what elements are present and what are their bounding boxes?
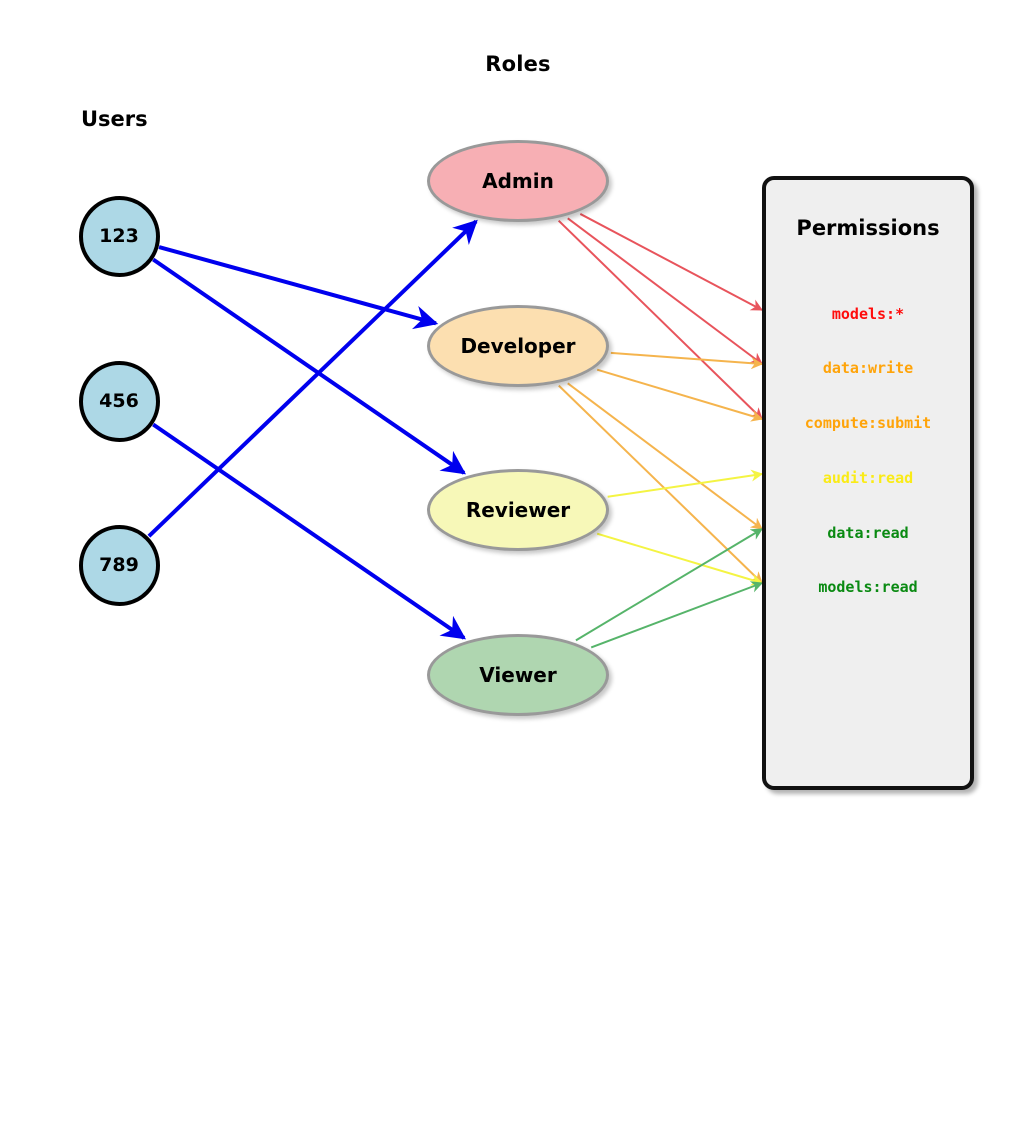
edge-role-developer-to-perm-compute_submit — [596, 368, 764, 422]
edge-role-admin-to-perm-models_all — [579, 213, 764, 311]
edge-user-789-to-role-admin — [147, 219, 478, 538]
edge-user-456-to-role-viewer — [152, 422, 467, 640]
users-heading: Users — [81, 107, 148, 131]
permission-item-models_read: models:read — [818, 578, 918, 596]
permissions-heading: Permissions — [796, 216, 940, 240]
permission-item-compute_submit: compute:submit — [804, 414, 932, 432]
edge-role-reviewer-to-perm-audit_read — [607, 469, 764, 498]
permission-item-data_read: data:read — [827, 524, 909, 542]
edge-role-reviewer-to-perm-models_read — [596, 532, 764, 586]
edge-user-123-to-role-reviewer — [152, 257, 467, 475]
edge-role-viewer-to-perm-data_read — [575, 528, 764, 642]
role-node-reviewer[interactable]: Reviewer — [427, 469, 609, 551]
role-node-developer[interactable]: Developer — [427, 305, 609, 387]
role-node-admin[interactable]: Admin — [427, 140, 609, 222]
roles-heading: Roles — [485, 52, 551, 76]
user-role-edges — [147, 219, 478, 640]
role-node-label: Viewer — [479, 663, 557, 687]
user-node-label: 456 — [99, 390, 139, 412]
role-permission-edges — [557, 213, 764, 649]
permission-item-audit_read: audit:read — [822, 469, 914, 487]
permissions-panel: Permissions models:* data:write compute:su… — [762, 176, 974, 790]
role-node-label: Reviewer — [465, 498, 571, 522]
user-node-789[interactable]: 789 — [78, 524, 160, 606]
user-node-label: 123 — [99, 225, 139, 247]
role-node-label: Developer — [460, 334, 576, 358]
edge-role-developer-to-perm-data_write — [610, 351, 764, 370]
edge-user-123-to-role-developer — [158, 245, 439, 330]
user-node-123[interactable]: 123 — [78, 195, 160, 277]
edge-role-viewer-to-perm-models_read — [590, 581, 764, 649]
role-node-label: Admin — [482, 169, 554, 193]
permission-item-data_write: data:write — [822, 359, 914, 377]
role-node-viewer[interactable]: Viewer — [427, 634, 609, 716]
user-node-456[interactable]: 456 — [78, 360, 160, 442]
permission-item-models_all: models:* — [831, 305, 905, 323]
user-node-label: 789 — [99, 554, 139, 576]
